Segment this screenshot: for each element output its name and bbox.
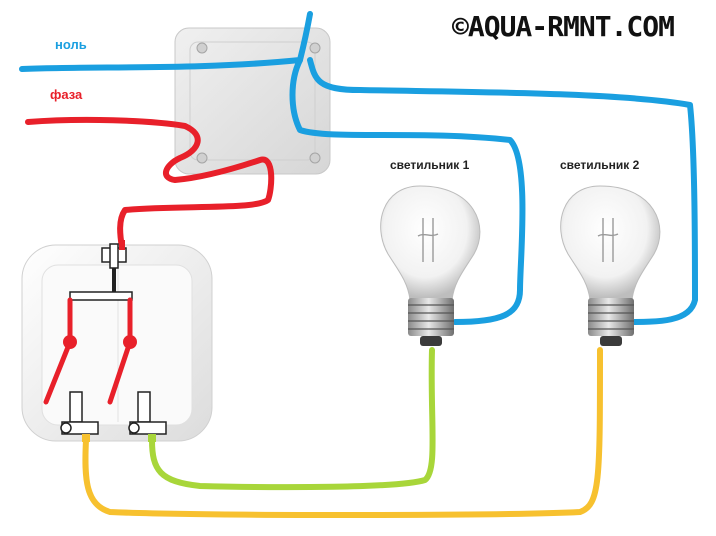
phase-wire [25, 116, 275, 251]
junction-box [174, 27, 331, 175]
lamp-1 [380, 185, 481, 346]
lamp-1-wire [149, 347, 436, 491]
neutral-label: ноль [55, 37, 87, 52]
double-switch [21, 243, 213, 442]
neutral-wires [19, 11, 698, 325]
lamp-2-label: светильник 2 [560, 158, 640, 172]
lamp-2 [560, 185, 661, 346]
phase-label: фаза [50, 87, 83, 102]
lamp-2-wire [82, 347, 603, 518]
watermark: ©AQUA-RMNT.COM [452, 10, 675, 43]
lamp-1-label: светильник 1 [390, 158, 470, 172]
